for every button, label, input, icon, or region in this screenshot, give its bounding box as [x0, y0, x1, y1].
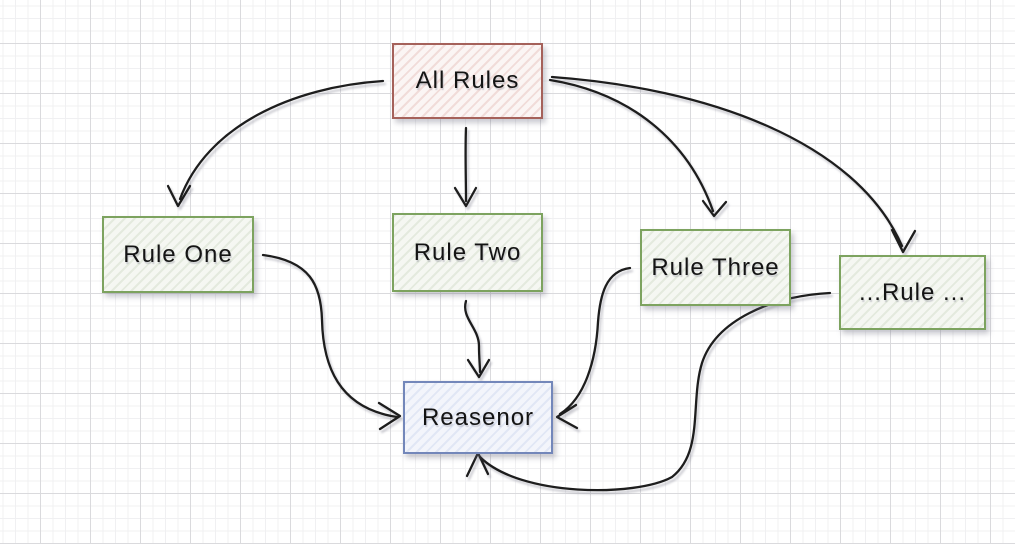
node-rule-one-label: Rule One	[123, 240, 233, 268]
arrowhead-icon	[465, 451, 490, 478]
node-rule-three[interactable]: Rule Three	[640, 229, 791, 306]
edge-path	[463, 299, 482, 374]
node-reasoner[interactable]: Reasenor	[403, 381, 553, 454]
arrowhead-icon	[466, 358, 491, 379]
edge-path	[550, 75, 904, 248]
edge-path	[548, 78, 715, 213]
edge-all-rules-to-rule-more[interactable]	[550, 75, 917, 254]
edge-rule-one-to-reasoner[interactable]	[261, 253, 402, 431]
arrowhead-icon	[377, 401, 402, 431]
edge-path	[261, 253, 399, 419]
arrowhead-icon	[701, 199, 728, 218]
edge-path	[558, 266, 632, 416]
arrowhead-icon	[555, 403, 579, 430]
edge-all-rules-to-rule-one[interactable]	[166, 79, 385, 208]
node-all-rules[interactable]: All Rules	[392, 43, 543, 119]
node-rule-more-label: ...Rule ...	[858, 278, 967, 306]
edge-all-rules-to-rule-three[interactable]	[548, 78, 728, 218]
node-reasoner-label: Reasenor	[421, 403, 535, 431]
edge-rule-two-to-reasoner[interactable]	[463, 299, 491, 379]
arrowhead-icon	[453, 186, 478, 208]
node-rule-three-label: Rule Three	[651, 253, 780, 281]
arrowhead-icon	[890, 228, 917, 254]
node-rule-one[interactable]: Rule One	[102, 216, 254, 293]
edge-rule-three-to-reasoner[interactable]	[555, 266, 632, 430]
edge-path	[478, 291, 832, 492]
node-rule-more[interactable]: ...Rule ...	[839, 255, 986, 330]
edge-path	[178, 79, 385, 201]
arrowhead-icon	[166, 184, 192, 208]
node-all-rules-label: All Rules	[415, 67, 520, 94]
edge-all-rules-to-rule-two[interactable]	[453, 126, 478, 208]
node-rule-two-label: Rule Two	[413, 238, 522, 266]
node-rule-two[interactable]: Rule Two	[392, 213, 543, 292]
